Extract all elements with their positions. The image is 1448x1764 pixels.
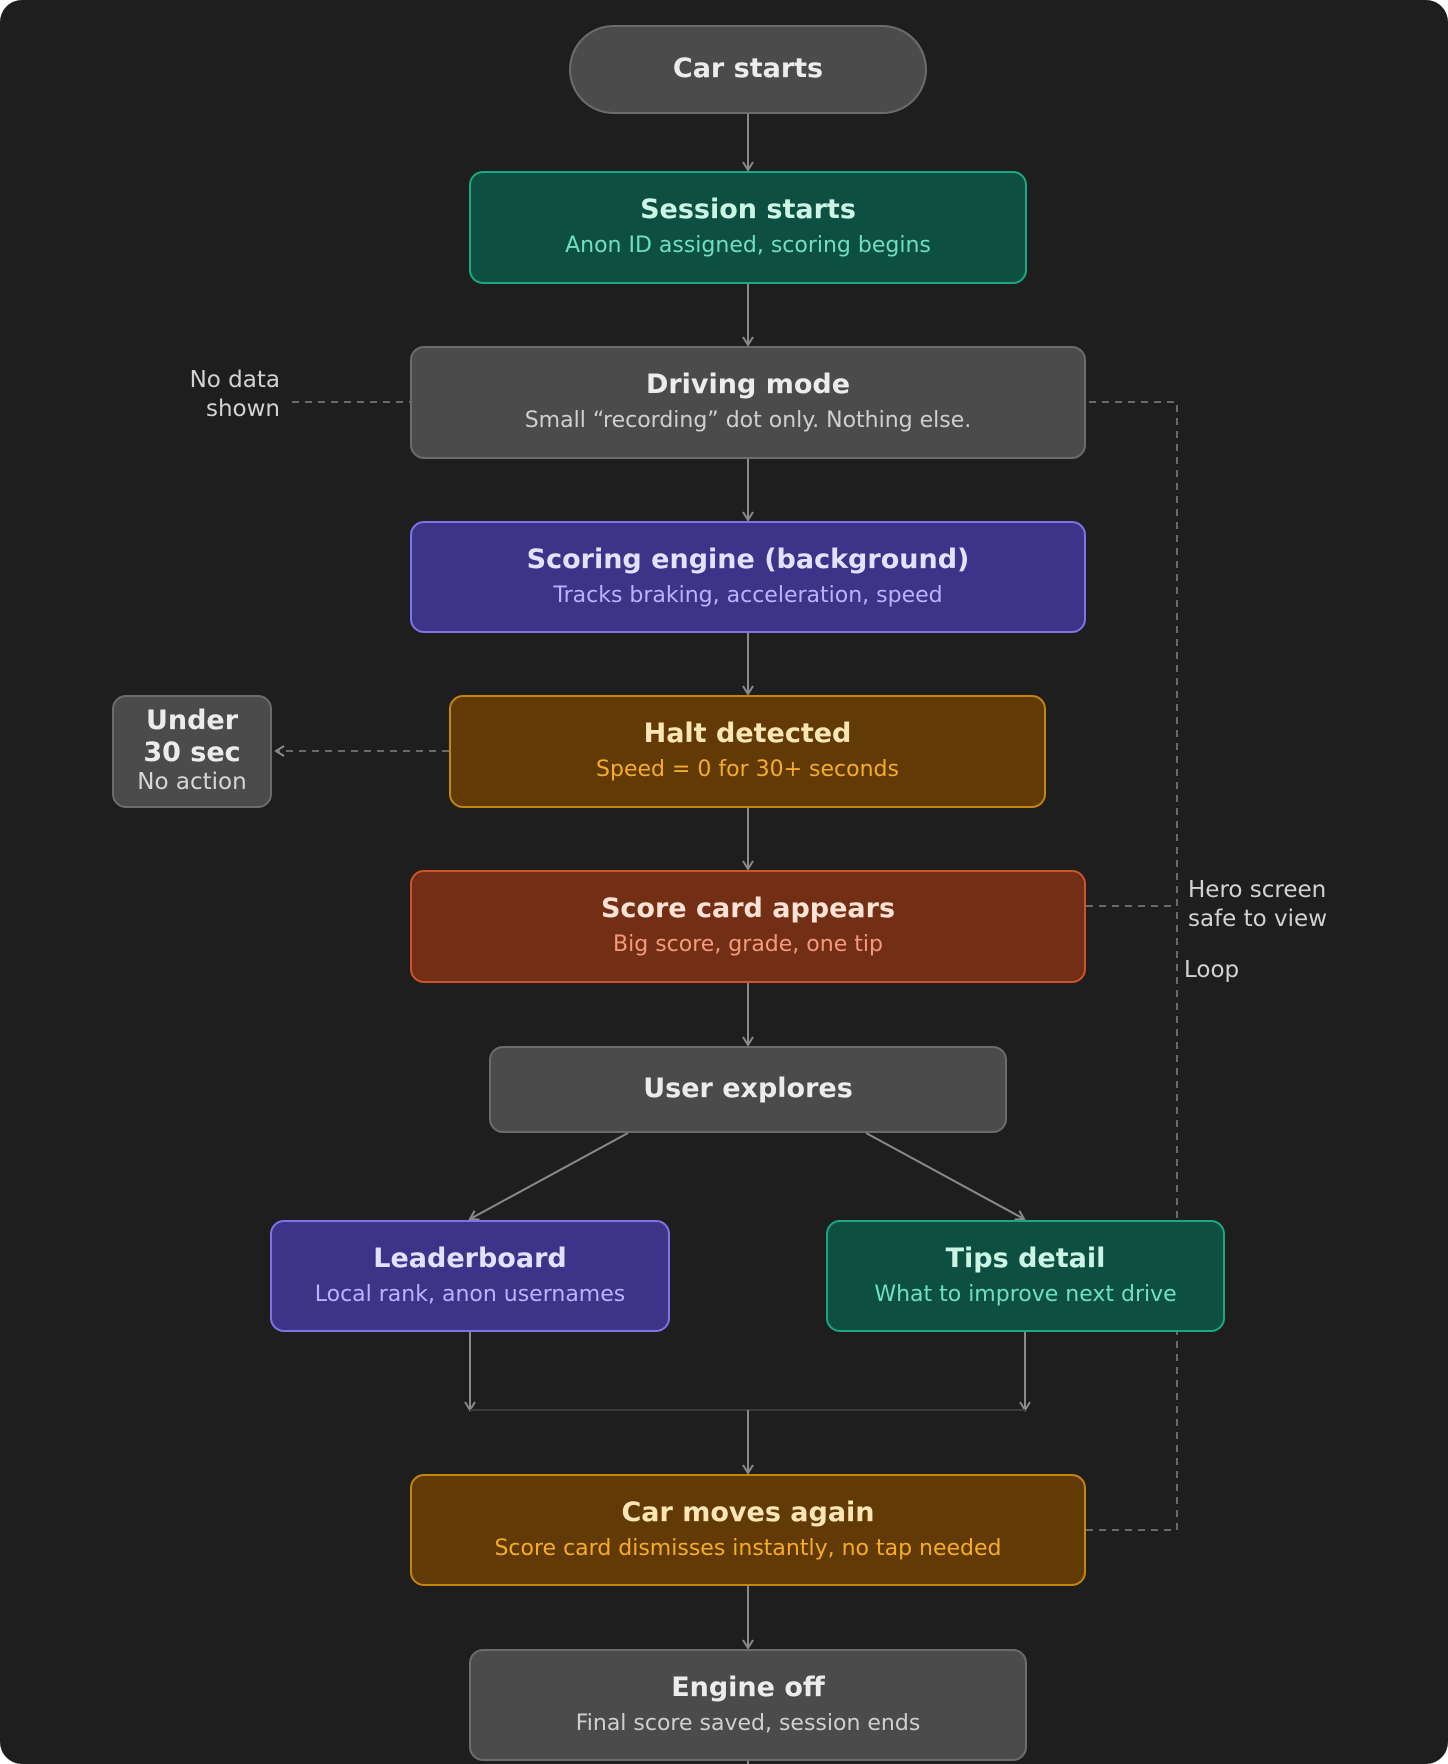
node-car-starts: Car starts — [569, 25, 927, 114]
leaderboard-title: Leaderboard — [373, 1242, 567, 1274]
annotation-hero-screen: Hero screen safe to view — [1188, 876, 1388, 934]
under-30-line1: Under — [145, 704, 239, 736]
arrow-explores-to-tips — [865, 1132, 1026, 1221]
halt-detected-title: Halt detected — [643, 718, 852, 749]
scoring-engine-title: Scoring engine (background) — [526, 543, 970, 575]
halt-detected-subtitle: Speed = 0 for 30+ seconds — [596, 757, 899, 783]
hero-screen-line2: safe to view — [1188, 905, 1327, 932]
annotation-loop: Loop — [1184, 957, 1240, 983]
node-halt-detected: Halt detected Speed = 0 for 30+ seconds — [449, 695, 1046, 808]
car-moves-title: Car moves again — [621, 1496, 875, 1528]
user-explores-title: User explores — [643, 1073, 853, 1105]
node-leaderboard: Leaderboard Local rank, anon usernames — [270, 1220, 670, 1332]
node-score-card: Score card appears Big score, grade, one… — [410, 870, 1086, 983]
node-engine-off: Engine off Final score saved, session en… — [469, 1649, 1027, 1761]
no-data-line2: shown — [205, 395, 280, 422]
under-30-subtitle: No action — [137, 769, 247, 796]
engine-off-title: Engine off — [671, 1671, 825, 1703]
car-moves-subtitle: Score card dismisses instantly, no tap n… — [494, 1535, 1002, 1561]
car-starts-title: Car starts — [672, 53, 824, 85]
node-under-30-sec: Under 30 sec No action — [112, 695, 272, 808]
session-starts-title: Session starts — [640, 194, 856, 225]
annotation-no-data: No data shown — [150, 366, 280, 424]
tips-detail-title: Tips detail — [945, 1242, 1106, 1274]
driving-mode-subtitle: Small “recording” dot only. Nothing else… — [524, 408, 972, 434]
arrow-explores-to-leaderboard — [468, 1132, 629, 1221]
scoring-engine-subtitle: Tracks braking, acceleration, speed — [553, 582, 943, 608]
score-card-subtitle: Big score, grade, one tip — [613, 932, 883, 958]
node-scoring-engine: Scoring engine (background) Tracks braki… — [410, 521, 1086, 633]
driving-mode-title: Driving mode — [645, 369, 851, 400]
node-driving-mode: Driving mode Small “recording” dot only.… — [410, 346, 1086, 459]
leaderboard-subtitle: Local rank, anon usernames — [314, 1281, 626, 1307]
node-session-starts: Session starts Anon ID assigned, scoring… — [469, 171, 1027, 284]
no-data-line1: No data — [189, 367, 280, 393]
node-tips-detail: Tips detail What to improve next drive — [826, 1220, 1225, 1332]
under-30-line2: 30 sec — [143, 736, 241, 768]
node-user-explores: User explores — [489, 1046, 1007, 1133]
tips-detail-subtitle: What to improve next drive — [874, 1281, 1177, 1307]
score-card-title: Score card appears — [600, 893, 896, 924]
hero-screen-line1: Hero screen — [1188, 877, 1327, 903]
dashed-loop — [1086, 401, 1178, 1531]
engine-off-subtitle: Final score saved, session ends — [575, 1710, 921, 1736]
node-car-moves-again: Car moves again Score card dismisses ins… — [410, 1474, 1086, 1586]
session-starts-subtitle: Anon ID assigned, scoring begins — [565, 233, 931, 259]
